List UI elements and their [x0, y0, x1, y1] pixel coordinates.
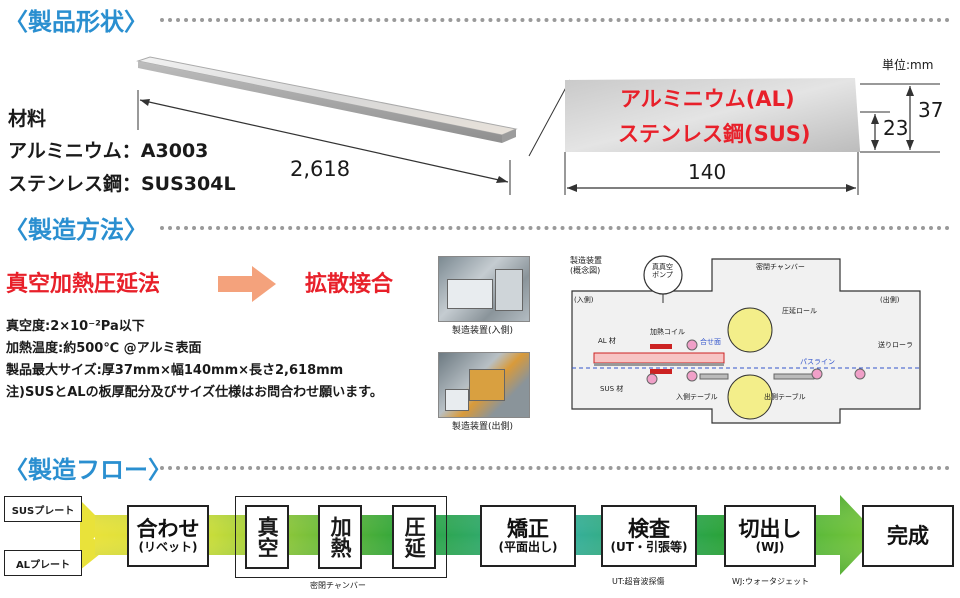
spec-line: 加熱温度:約500℃ @アルミ表面: [6, 341, 202, 356]
flow-step-inspect: 検査 (UT・引張等): [601, 505, 697, 567]
cross-sus-label: ステンレス鋼(SUS): [618, 122, 811, 146]
length-label: 2,618: [290, 157, 351, 181]
flow-step-combine: 合わせ (リベット): [127, 505, 209, 567]
equipment-photo-inlet: [438, 256, 530, 322]
diagram-al-label: AL 材: [598, 337, 616, 345]
height-al-label: 23: [883, 116, 909, 140]
flow-step-straighten: 矯正 (平面出し): [480, 505, 576, 567]
diagram-outlet-label: (出側): [880, 296, 900, 304]
section-divider: [160, 466, 950, 470]
ut-note: UT:超音波探傷: [612, 577, 665, 586]
chamber-note: 密閉チャンバー: [310, 581, 366, 590]
diagram-heating-coil-label: 加熱コイル: [650, 328, 685, 336]
flow-step-vacuum: 真空: [245, 505, 289, 569]
equipment-concept-diagram: [571, 255, 921, 424]
section-title-method: 〈製造方法〉: [4, 216, 148, 244]
spec-line: 真空度:2×10⁻²Pa以下: [6, 319, 145, 334]
flow-step-complete: 完成: [862, 505, 954, 567]
material-sus: ステンレス鋼：SUS304L: [8, 173, 236, 195]
long-bar-illustration: [136, 56, 518, 143]
diagram-pump-label: 真真空 ポンプ: [652, 263, 673, 280]
wj-note: WJ:ウォータジェット: [732, 577, 809, 586]
photo-caption-inlet: 製造装置(入側): [452, 326, 514, 336]
photo-caption-outlet: 製造装置(出側): [452, 422, 514, 432]
flow-step-rolling: 圧延: [392, 505, 436, 569]
material-title: 材料: [8, 108, 47, 130]
process-right-label: 拡散接合: [305, 272, 394, 297]
section-title-flow: 〈製造フロー〉: [4, 456, 172, 484]
diagram-sus-label: SUS 材: [600, 385, 624, 393]
diagram-inlet-label: (入側): [574, 296, 594, 304]
flow-step-heating: 加熱: [318, 505, 362, 569]
unit-label: 単位:mm: [882, 58, 934, 72]
input-sus-plate: SUSプレート: [4, 496, 82, 522]
length-dimension-lines: [137, 90, 511, 195]
spec-line: 製品最大サイズ:厚37mm×幅140mm×長さ2,618mm: [6, 363, 344, 378]
equipment-photo-outlet: [438, 352, 530, 418]
material-al: アルミニウム：A3003: [8, 140, 209, 162]
diagram-feed-roller-label: 送りローラ: [878, 341, 913, 349]
diagram-in-table-label: 入側テーブル: [676, 393, 718, 401]
input-al-plate: ALプレート: [4, 550, 82, 576]
width-label: 140: [688, 160, 727, 184]
cross-al-label: アルミニウム(AL): [620, 87, 795, 111]
diagram-title: 製造装置 (概念図): [570, 256, 602, 275]
spec-line: 注)SUSとALの板厚配分及びサイズ仕様はお問合わせ願います。: [6, 385, 383, 400]
diagram-out-table-label: 出側テーブル: [764, 393, 806, 401]
section-divider: [160, 226, 950, 230]
section-title-shape: 〈製品形状〉: [4, 8, 148, 36]
process-arrow-icon: [218, 266, 276, 302]
process-left-label: 真空加熱圧延法: [6, 272, 161, 297]
diagram-joint-face-label: 合せ面: [700, 338, 721, 346]
cross-section-illustration: [528, 78, 940, 195]
height-total-label: 37: [918, 98, 944, 122]
chamber-group: [235, 496, 447, 578]
diagram-pressure-roll-label: 圧延ロール: [782, 307, 817, 315]
diagram-chamber-label: 密閉チャンバー: [756, 263, 805, 271]
flow-step-cut: 切出し (WJ): [724, 505, 816, 567]
diagram-pass-line-label: パスライン: [800, 358, 835, 366]
section-divider: [160, 18, 950, 22]
